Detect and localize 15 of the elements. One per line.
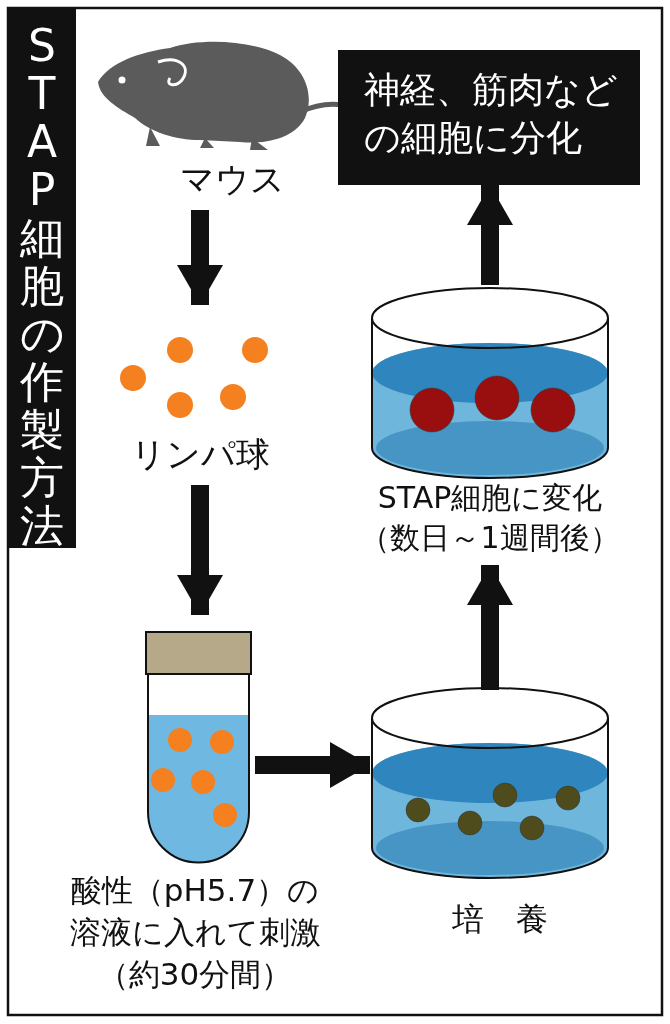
node-label: （約30分間） xyxy=(96,955,294,994)
node-label: リンパ球 xyxy=(129,433,271,476)
node-label: STAP細胞に変化 xyxy=(376,479,604,517)
arrow xyxy=(255,742,370,788)
node-label: 溶液に入れて刺激 xyxy=(68,913,322,952)
arrow xyxy=(177,485,223,615)
arrow xyxy=(467,185,513,285)
result-box: 神経、筋肉などの細胞に分化 xyxy=(338,50,640,185)
arrow xyxy=(177,210,223,305)
node-label: （数日～1週間後） xyxy=(359,519,621,557)
title-banner: STAP細胞の作製方法 xyxy=(8,8,76,548)
node-label: 酸性（pH5.7）の xyxy=(69,871,321,910)
arrow xyxy=(467,565,513,690)
node-label: マウス xyxy=(179,158,286,201)
node-label: 培 養 xyxy=(451,899,549,940)
